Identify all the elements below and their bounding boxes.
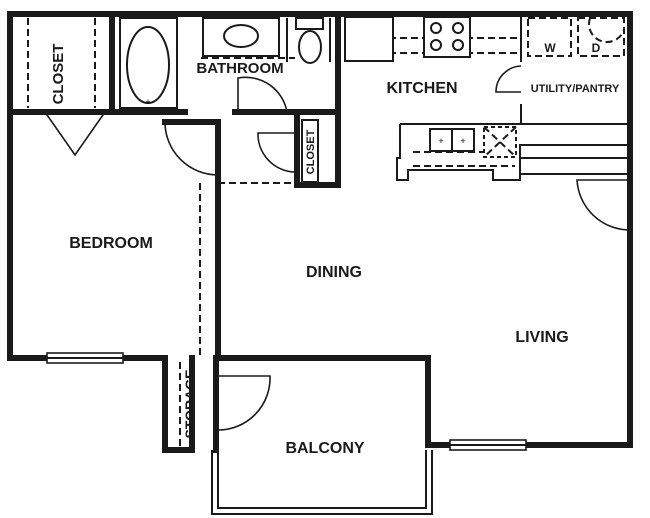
closet-left-label: CLOSET [50,44,67,105]
range [423,16,471,58]
faucet-icon: + [438,136,443,146]
burner-icon [430,22,442,34]
dryer-label: D [592,41,601,55]
faucet-icon: + [460,136,465,146]
bathroom: + BATHROOM [119,17,331,113]
dryer [577,17,625,57]
bathroom-label: BATHROOM [196,60,283,77]
sink [223,24,259,48]
kitchen-label: KITCHEN [386,80,457,97]
burner-icon [452,22,464,34]
burner-icon [430,39,442,51]
toilet-tank [295,17,324,30]
closet-left: CLOSET [44,44,106,157]
toilet-bowl [298,30,322,64]
burner-icon [452,39,464,51]
utility-pantry-label: UTILITY/PANTRY [531,83,620,95]
bedroom-label: BEDROOM [69,235,153,252]
balcony-label: BALCONY [285,440,364,457]
outer-walls [7,11,633,453]
washer [527,17,572,57]
entry-door[interactable] [576,179,631,231]
dashed-lines [27,18,520,446]
storage: STORAGE [182,370,271,439]
living-label: LIVING [515,329,568,346]
storage-label: STORAGE [182,370,198,439]
closet-hall-label: CLOSET [305,129,317,174]
tub-basin [126,26,170,104]
washer-label: W [544,41,556,55]
bathroom-door[interactable] [237,76,288,113]
closet-hall: CLOSET [257,119,319,183]
drain-icon: + [145,97,150,107]
dining-label: DINING [306,264,362,281]
balcony: BALCONY [211,440,433,515]
pantry-door[interactable] [495,65,522,93]
bedroom: BEDROOM [46,235,153,364]
storage-door[interactable] [217,375,271,431]
closet-door[interactable] [44,111,106,157]
refrigerator [344,16,394,62]
dryer-vent-icon [587,17,625,43]
utility-pantry: W D UTILITY/PANTRY [495,14,625,124]
bedroom-door[interactable] [164,121,219,176]
dining-living: DINING LIVING [306,179,631,451]
kitchen: KITCHEN + + [344,16,630,181]
hall-closet-door[interactable] [257,132,296,173]
